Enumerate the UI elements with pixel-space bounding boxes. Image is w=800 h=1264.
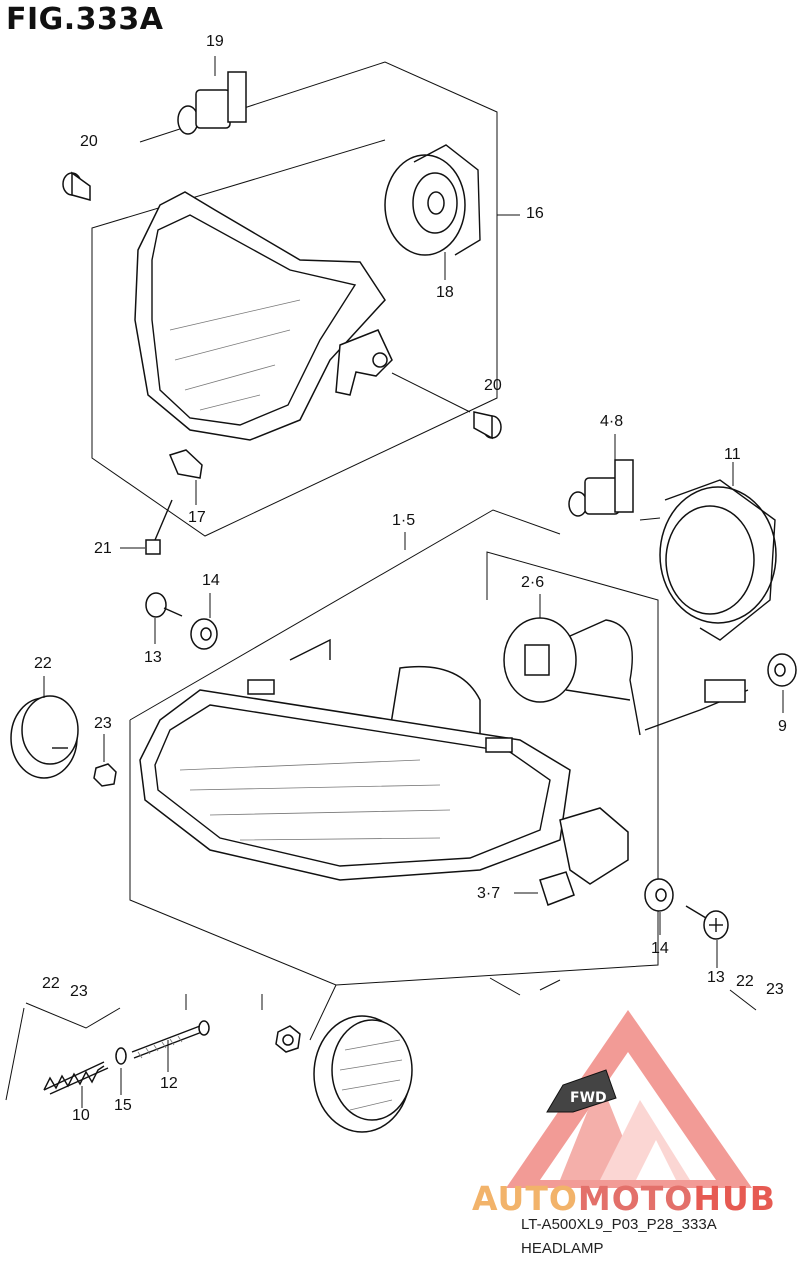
brand-part-1: AUTO bbox=[472, 1179, 578, 1218]
figure-title: FIG.333A bbox=[6, 2, 164, 37]
callout-1-5: 1·5 bbox=[392, 512, 416, 529]
screw-13-bottom bbox=[685, 905, 729, 968]
socket-cover-16 bbox=[384, 144, 481, 280]
diagram-name: HEADLAMP bbox=[521, 1240, 604, 1257]
fwd-arrow-icon: FWD bbox=[546, 1069, 617, 1113]
callout-11: 11 bbox=[724, 446, 741, 463]
callout-13-bottom: 13 bbox=[707, 969, 725, 986]
callout-22-bottom: 22 bbox=[42, 975, 60, 992]
callout-14-top: 14 bbox=[202, 572, 220, 589]
automotohub-wordmark: AUTOMOTOHUB bbox=[472, 1179, 776, 1218]
adjuster-group-lines bbox=[5, 977, 757, 1101]
screw-13-top bbox=[145, 592, 183, 644]
clip-3-7 bbox=[514, 871, 575, 906]
bulb-4-8 bbox=[568, 434, 634, 517]
callout-21: 21 bbox=[94, 540, 112, 557]
upper-headlamp-housing bbox=[134, 191, 393, 441]
brand-part-3: HUB bbox=[693, 1179, 776, 1218]
screw-21 bbox=[120, 499, 173, 555]
callout-10: 10 bbox=[72, 1107, 90, 1124]
callout-23-right: 23 bbox=[766, 981, 784, 998]
callout-22-right: 22 bbox=[736, 973, 754, 990]
fwd-label: FWD bbox=[570, 1090, 607, 1106]
callout-3-7: 3·7 bbox=[477, 885, 501, 902]
brand-part-2: MOTO bbox=[577, 1179, 694, 1218]
lower-assembly-box bbox=[129, 509, 659, 986]
callout-20-top: 20 bbox=[80, 133, 98, 150]
socket-harness-2-6 bbox=[503, 594, 749, 736]
callout-2-6: 2·6 bbox=[521, 574, 545, 591]
upper-assembly-box bbox=[91, 61, 520, 537]
callout-9: 9 bbox=[778, 718, 787, 735]
callout-19: 19 bbox=[206, 33, 224, 50]
callout-15: 15 bbox=[114, 1097, 132, 1114]
callout-18: 18 bbox=[436, 284, 454, 301]
washer-15 bbox=[115, 1047, 127, 1095]
nut-bottom bbox=[275, 1025, 301, 1053]
callout-22-top: 22 bbox=[34, 655, 52, 672]
callout-12: 12 bbox=[160, 1075, 178, 1092]
adjust-screw-12 bbox=[131, 1020, 210, 1072]
callout-17: 17 bbox=[188, 509, 206, 526]
clip-17 bbox=[168, 449, 203, 505]
callout-14-bottom: 14 bbox=[651, 940, 669, 957]
callout-16: 16 bbox=[526, 205, 544, 222]
bushing-20-top bbox=[62, 171, 91, 201]
main-headlamp-1-5 bbox=[139, 638, 629, 885]
callout-13-top: 13 bbox=[144, 649, 162, 666]
nut-23-top bbox=[93, 734, 117, 787]
bulb-19 bbox=[177, 56, 247, 135]
ring-bracket-11 bbox=[639, 462, 777, 641]
adjuster-cap-22 bbox=[10, 676, 79, 779]
diagram-code: LT-A500XL9_P03_P28_333A bbox=[521, 1216, 717, 1233]
callout-23-top: 23 bbox=[94, 715, 112, 732]
automotohub-logo-mark bbox=[506, 1010, 752, 1188]
grommet-14-bottom bbox=[644, 878, 674, 935]
callout-20-right: 20 bbox=[484, 377, 502, 394]
grommet-9 bbox=[767, 653, 797, 713]
callout-4-8: 4·8 bbox=[600, 413, 624, 430]
callout-23-bottom: 23 bbox=[70, 983, 88, 1000]
grommet-14-top bbox=[190, 593, 218, 650]
lens-cap-bottom bbox=[313, 1015, 413, 1133]
bushing-20-right bbox=[391, 372, 502, 440]
spring-10 bbox=[43, 1061, 109, 1108]
